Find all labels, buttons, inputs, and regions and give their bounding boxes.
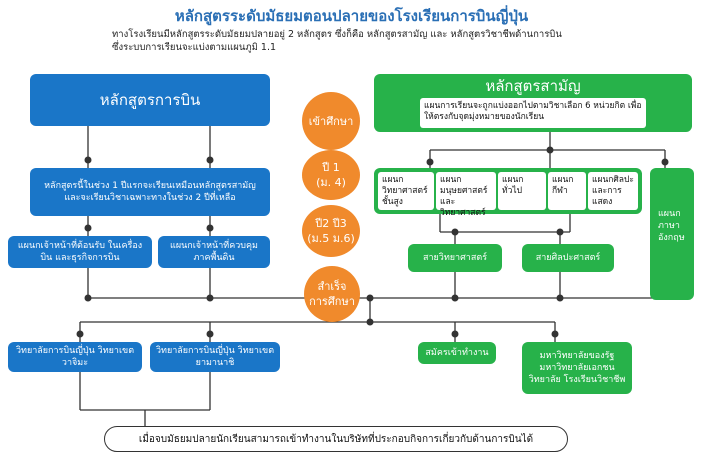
outcome-college-yamanashi: วิทยาลัยการบินญี่ปุ่น วิทยาเขตยามานาชิ [150, 342, 280, 372]
page-title: หลักสูตรระดับมัธยมตอนปลายของโรงเรียนการบ… [174, 7, 529, 25]
dept-humanities-science: แผนก มนุษยศาสตร์ และวิทยาศาสตร์ [436, 172, 496, 218]
stage-year-1-label: ปี 1 [322, 161, 340, 174]
dept-advanced-science: แผนก วิทยาศาสตร์ ชั้นสูง [378, 172, 434, 210]
stream-science: สายวิทยาศาสตร์ [408, 244, 502, 272]
aviation-course-desc: หลักสูตรนี้ในช่วง 1 ปีแรกจะเรียนเหมือนหล… [30, 168, 270, 216]
dept-english: แผนก ภาษา อังกฤษ [650, 168, 694, 300]
stage-entry-label: เข้าศึกษา [308, 114, 354, 128]
footer-note: เมื่อจบมัธยมปลายนักเรียนสามารถเข้าทำงานใ… [104, 426, 568, 452]
dept-general: แผนกทั่วไป [498, 172, 546, 210]
stage-entry: เข้าศึกษา [302, 92, 360, 150]
outcome-employment: สมัครเข้าทำงาน [418, 342, 496, 364]
aviation-course-title: หลักสูตรการบิน [30, 74, 270, 126]
stream-arts: สายศิลปะศาสตร์ [522, 244, 614, 272]
aviation-branch-cabin: แผนกเจ้าหน้าที่ต้อนรับ ในเครื่องบิน และธ… [8, 236, 152, 268]
stage-year-2-3-label: ปี2 ปี3 [315, 217, 347, 230]
general-course-panel: หลักสูตรสามัญ แผนการเรียนจะถูกแบ่งออกไปต… [374, 74, 692, 132]
aviation-branch-ground: แผนกเจ้าหน้าที่ควบคุม ภาคพื้นดิน [158, 236, 270, 268]
stage-year-1: ปี 1 (ม. 4) [302, 150, 360, 200]
stage-graduation: สำเร็จ การศึกษา [304, 266, 360, 322]
intro-line-1: ทางโรงเรียนมีหลักสูตรระดับมัธยมปลายอยู่ … [112, 29, 562, 40]
general-depts-panel: แผนก วิทยาศาสตร์ ชั้นสูง แผนก มนุษยศาสตร… [374, 168, 642, 218]
stage-graduation-line-2: การศึกษา [309, 295, 355, 308]
stage-year-1-grade: (ม. 4) [316, 176, 346, 189]
outcome-college-wajima: วิทยาลัยการบินญี่ปุ่น วิทยาเขตวาจิมะ [8, 342, 142, 372]
stage-graduation-line-1: สำเร็จ [317, 280, 347, 293]
general-course-desc: แผนการเรียนจะถูกแบ่งออกไปตามวิชาเลือก 6 … [420, 98, 646, 128]
stage-year-2-3-grade: (ม.5 ม.6) [307, 232, 355, 245]
dept-arts: แผนกศิลปะ และการแสดง [588, 172, 638, 210]
general-course-title: หลักสูตรสามัญ [485, 77, 581, 95]
dept-sports: แผนกกีฬา [548, 172, 586, 210]
intro-line-2: ซึ่งระบบการเรียนจะแบ่งตามแผนภูมิ 1.1 [112, 42, 277, 53]
stage-year-2-3: ปี2 ปี3 (ม.5 ม.6) [302, 205, 360, 257]
outcome-universities: มหาวิทยาลัยของรัฐ มหาวิทยาลัยเอกชน วิทยา… [522, 342, 632, 394]
